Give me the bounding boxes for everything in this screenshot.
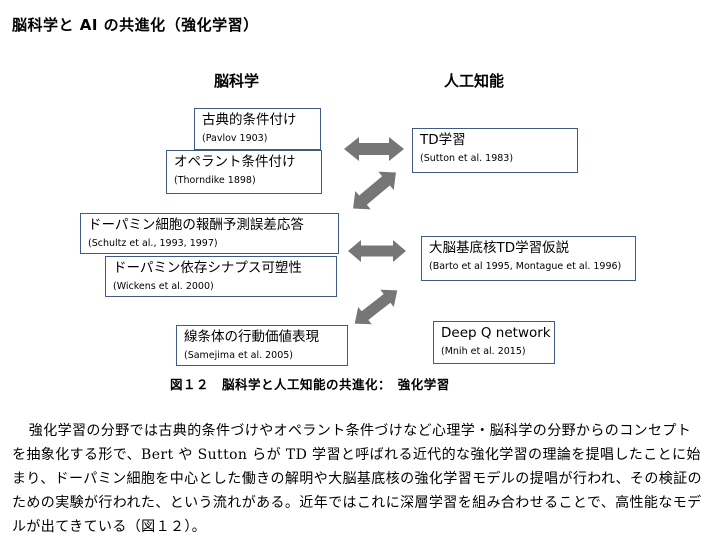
- box-deep-q-network: Deep Q network (Mnih et al. 2015): [433, 321, 555, 364]
- box-citation: (Samejima et al. 2005): [184, 350, 294, 361]
- box-citation: (Sutton et al. 1983): [420, 153, 514, 164]
- box-title: オペラント条件付け: [174, 154, 296, 170]
- double-arrow-td-dopamine: [353, 171, 396, 210]
- box-title: 大脳基底核TD学習仮説: [429, 240, 570, 256]
- box-basal-ganglia-td: 大脳基底核TD学習仮説 (Barto et al 1995, Montague …: [421, 236, 636, 281]
- box-citation: (Wickens et al. 2000): [113, 281, 214, 292]
- box-citation: (Schultz et al., 1993, 1997): [88, 238, 218, 249]
- column-header-ai: 人工知能: [444, 72, 505, 90]
- box-title: Deep Q network: [441, 325, 551, 341]
- box-td-learning: TD学習 (Sutton et al. 1983): [412, 128, 578, 173]
- box-citation: (Barto et al 1995, Montague et al. 1996): [429, 261, 622, 272]
- box-dopamine-plasticity: ドーパミン依存シナプス可塑性 (Wickens et al. 2000): [105, 256, 337, 297]
- box-striatum-action-value: 線条体の行動価値表現 (Samejima et al. 2005): [176, 325, 348, 366]
- box-title: 線条体の行動価値表現: [184, 329, 319, 345]
- double-arrow-dopamine-basal-ganglia: [348, 240, 406, 262]
- box-title: TD学習: [420, 132, 466, 148]
- box-citation: (Mnih et al. 2015): [441, 346, 526, 357]
- box-classical-conditioning: 古典的条件付け (Pavlov 1903): [194, 108, 321, 150]
- box-operant-conditioning: オペラント条件付け (Thorndike 1898): [166, 150, 322, 194]
- box-title: ドーパミン細胞の報酬予測誤差応答: [88, 217, 304, 233]
- column-header-neuroscience: 脳科学: [214, 72, 260, 90]
- box-dopamine-rpe: ドーパミン細胞の報酬予測誤差応答 (Schultz et al., 1993, …: [80, 213, 339, 254]
- box-citation: (Pavlov 1903): [202, 133, 268, 144]
- body-paragraph: 強化学習の分野では古典的条件づけやオペラント条件づけなど心理学・脳科学の分野から…: [12, 423, 702, 535]
- box-title: ドーパミン依存シナプス可塑性: [113, 260, 302, 276]
- double-arrow-conditioning-td: [344, 137, 404, 161]
- section-title: 脳科学と AI の共進化（強化学習）: [12, 16, 259, 34]
- box-title: 古典的条件付け: [202, 112, 297, 128]
- box-citation: (Thorndike 1898): [174, 175, 256, 186]
- double-arrow-striatum-basal-ganglia: [354, 289, 398, 325]
- figure-caption: 図１２ 脳科学と人工知能の共進化： 強化学習: [170, 377, 450, 392]
